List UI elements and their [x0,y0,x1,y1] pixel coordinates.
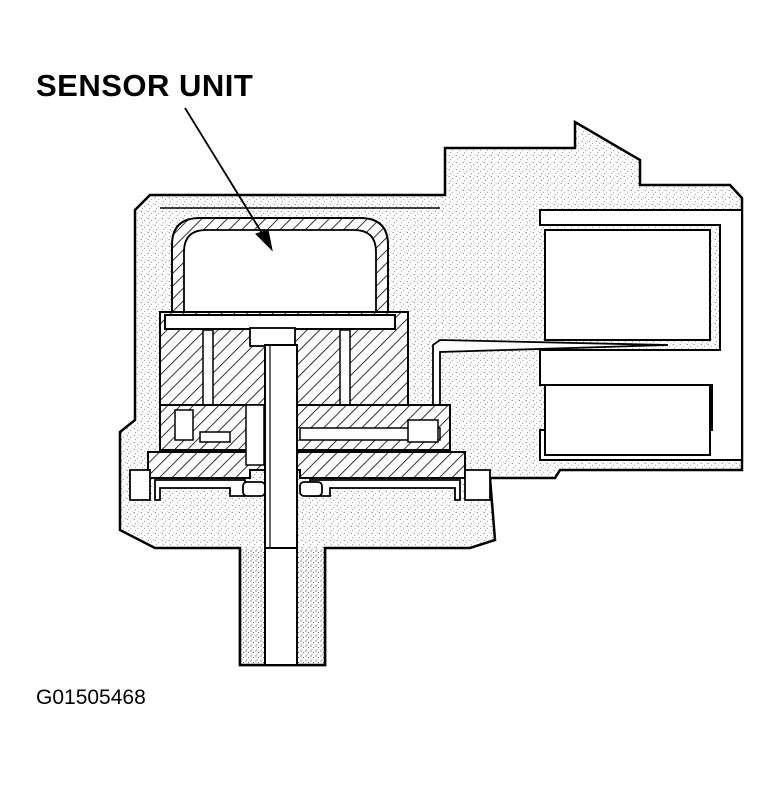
connector-slot-lower [544,384,711,456]
sensor-flange [147,451,466,479]
center-stem-top [249,327,296,347]
figure-id: G01505468 [36,686,146,709]
sensor-unit-label: SENSOR UNIT [36,68,254,103]
sensor-cap-inner [183,229,377,317]
callout-leader-line [184,107,266,239]
sensor-plate-top [164,314,396,330]
connector-slot-upper [544,229,711,341]
callout-arrowhead [255,229,273,252]
